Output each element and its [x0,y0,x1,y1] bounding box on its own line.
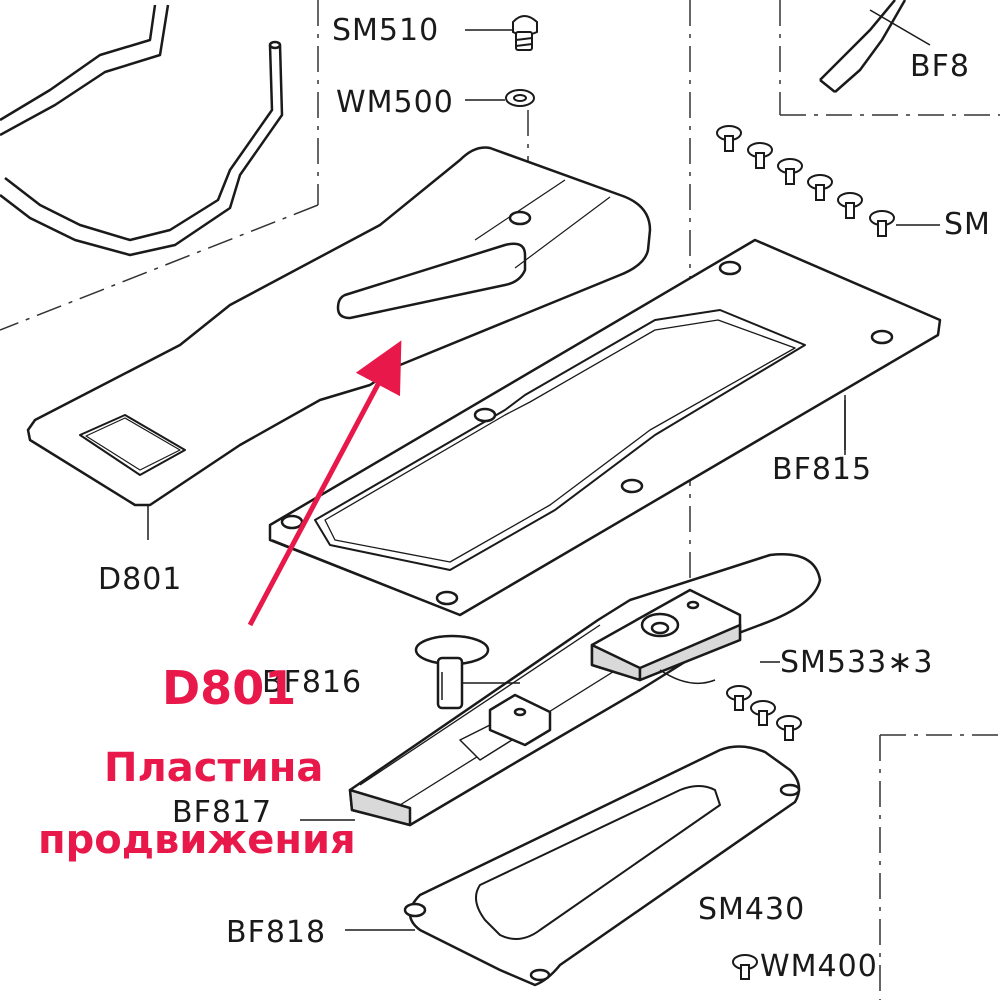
leader-lines [300,400,846,821]
annotation-code: D801 [162,661,297,715]
annotation-line2: продвижения [38,817,356,863]
label-bf815: BF815 [772,452,873,487]
plate-d801 [26,146,652,540]
screws-sm-row [716,125,940,237]
label-bf8: BF8 [910,49,970,84]
label-sm: SM [944,207,991,242]
label-sm510: SM510 [332,13,440,48]
pin-bf816 [414,634,520,710]
label-sm430: SM430 [698,892,806,927]
washer-wm500 [465,89,535,107]
annotation-line1: Пластина [104,745,324,791]
frame-wire-part [0,4,284,257]
label-bf816: BF816 [262,665,363,700]
label-sm533: SM533∗3 [780,645,934,680]
feed-dog-assembly [348,553,822,827]
label-bf817: BF817 [172,795,273,830]
screws-sm533 [726,661,802,741]
plate-bf815 [268,238,942,617]
label-bf818: BF818 [226,915,327,950]
label-d801: D801 [98,562,183,597]
bent-rod [819,0,931,93]
label-wm400: WM400 [760,949,878,984]
screw-sm510 [465,15,538,51]
screw-sm430 [732,954,758,980]
annotation-arrow [247,340,402,627]
plate-bf818 [345,745,801,987]
label-wm500: WM500 [336,85,454,120]
